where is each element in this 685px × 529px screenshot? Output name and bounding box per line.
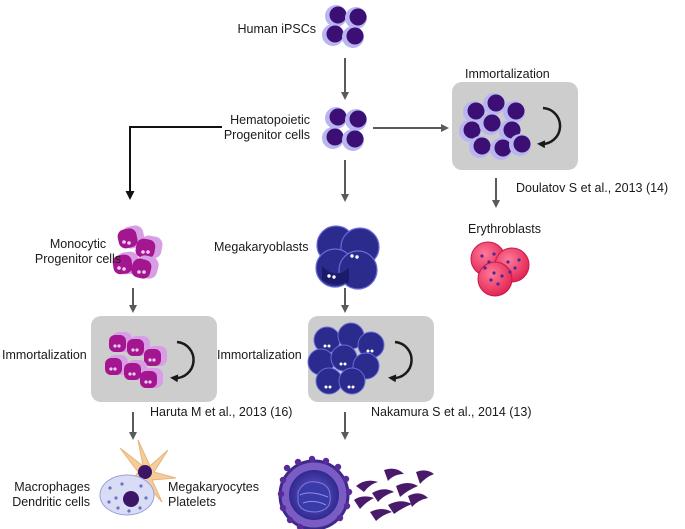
label-erythroblasts: Erythroblasts (468, 222, 541, 236)
ipsc-cluster-icon (322, 5, 367, 48)
hpc-cluster-icon (322, 107, 367, 151)
label-monocytic-line1: Monocytic (49, 237, 107, 251)
megakaryoblast-cluster-icon (315, 225, 380, 290)
label-citation-nakamura: Nakamura S et al., 2014 (13) (371, 405, 532, 419)
immortalized-monocytic-cluster-icon (105, 332, 167, 388)
arrow-hpc-to-monocytic (125, 126, 222, 200)
label-macrophages: Macrophages (14, 480, 90, 494)
erythroblast-cluster-icon (470, 241, 530, 297)
monocytic-cluster-icon (112, 225, 163, 279)
label-megakaryocytes: Megakaryocytes (168, 480, 260, 494)
label-immortalization-mid: Immortalization (217, 348, 302, 362)
label-monocytic-progenitor: Monocytic Progenitor cells (28, 237, 128, 267)
label-monocytic-line2: Progenitor cells (34, 252, 122, 266)
megakaryocyte-icon (277, 455, 353, 529)
label-macrophages-dendritic: Macrophages Dendritic cells (0, 480, 90, 510)
self-renewal-loop-icon (170, 340, 195, 383)
self-renewal-loop-icon (537, 106, 562, 149)
label-human-ipscs: Human iPSCs (237, 22, 317, 36)
label-megakaryocytes-platelets: Megakaryocytes Platelets (168, 480, 259, 510)
label-hpc-line1: Hematopoietic (230, 113, 310, 127)
label-citation-doulatov: Doulatov S et al., 2013 (14) (516, 181, 669, 195)
label-dendritic-cells: Dendritic cells (12, 495, 90, 509)
immortalized-hpc-cluster-icon (459, 93, 531, 160)
label-hpc-line2: Progenitor cells (223, 128, 310, 142)
self-renewal-loop-icon (388, 340, 413, 383)
label-immortalization-top: Immortalization (465, 67, 550, 81)
label-megakaryoblasts: Megakaryoblasts (214, 240, 309, 254)
label-hpc: Hematopoietic Progenitor cells (200, 113, 310, 143)
label-immortalization-left: Immortalization (2, 348, 87, 362)
label-platelets: Platelets (168, 495, 216, 509)
immortalized-megakaryoblast-cluster-icon (307, 322, 385, 395)
macrophage-icon (99, 474, 155, 516)
label-citation-haruta: Haruta M et al., 2013 (16) (150, 405, 293, 419)
platelets-icon (354, 468, 434, 521)
